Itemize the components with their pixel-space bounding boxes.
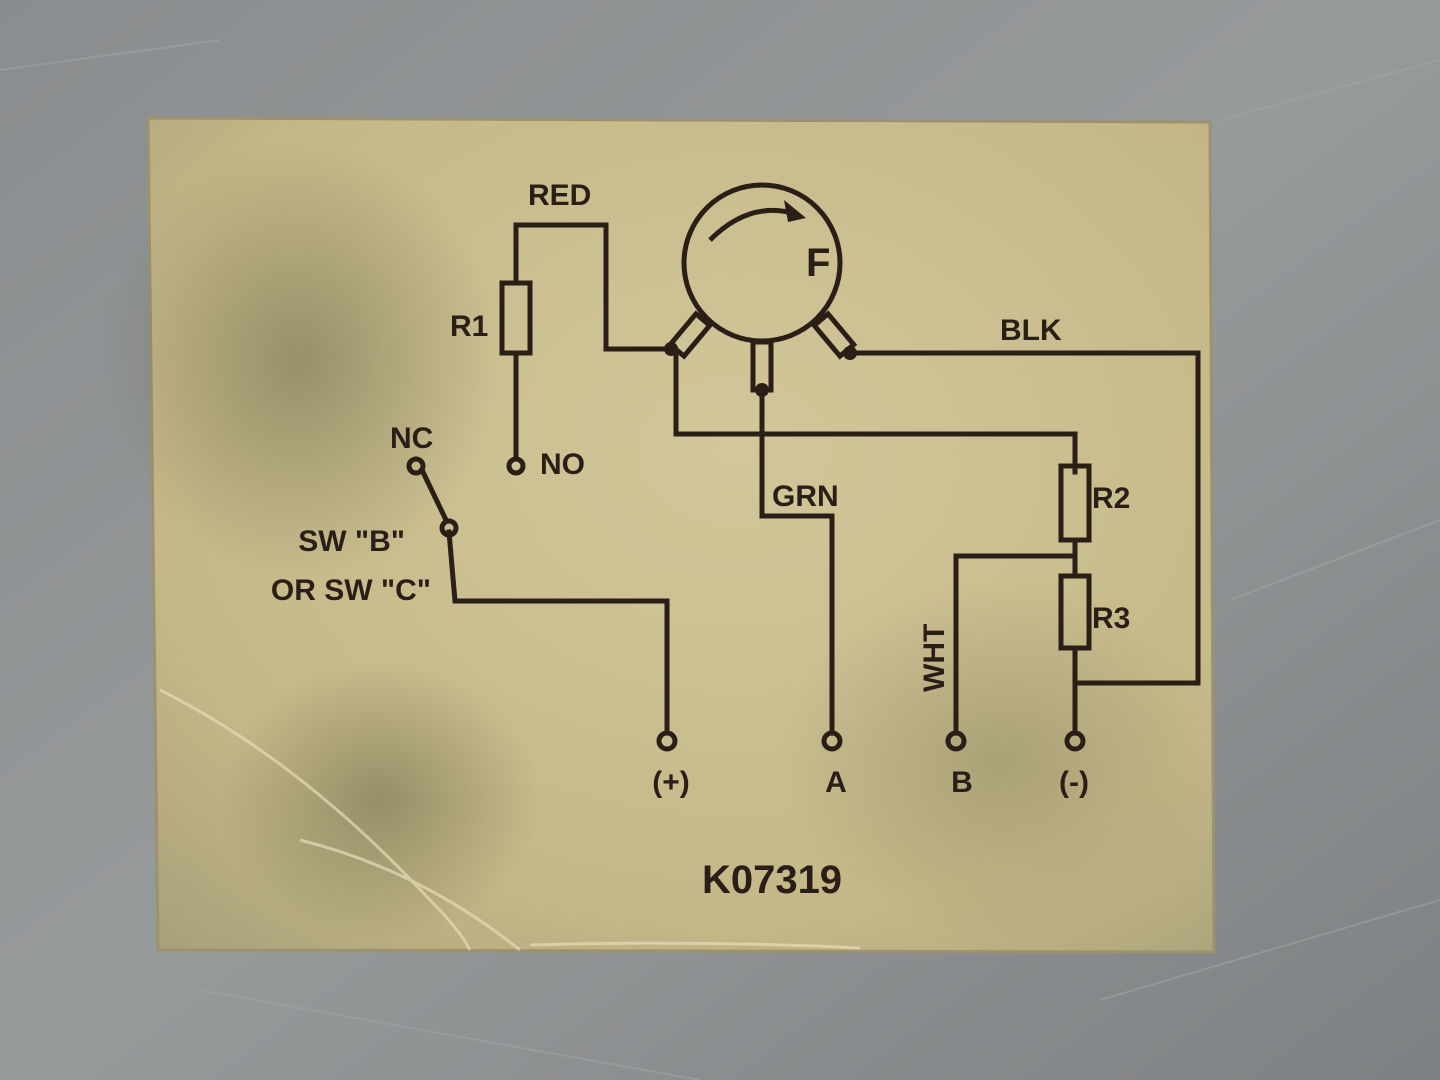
blk-wire-label: BLK [1000, 314, 1062, 347]
fan-left-return [673, 350, 1078, 469]
r3-label: R3 [1092, 602, 1130, 635]
switch-blade [418, 466, 450, 524]
switch-common-terminal [439, 518, 459, 538]
terminal-minus [1064, 730, 1086, 752]
wiring [418, 222, 1201, 735]
grn-wire [759, 389, 835, 735]
part-number: K07319 [702, 858, 842, 902]
r1-label: R1 [450, 310, 488, 343]
fan-motor-symbol: F [664, 182, 858, 397]
terminal-a-label: A [825, 766, 847, 799]
paper-creases [159, 688, 861, 952]
no-label: NO [540, 448, 585, 481]
stain [220, 660, 540, 940]
r3-resistor [1058, 573, 1092, 651]
switch-name-line1: SW "B" [298, 525, 405, 558]
switch-name-line2: OR SW "C" [271, 574, 431, 607]
metal-scratches [0, 39, 1440, 1080]
fan-center-node [755, 383, 769, 397]
red-wire-label: RED [528, 179, 591, 212]
stain [100, 140, 500, 580]
blk-wire [849, 350, 1201, 686]
fan-right-node [843, 346, 857, 360]
terminal-b [945, 730, 967, 752]
terminal-a [821, 730, 843, 752]
r2-label: R2 [1092, 482, 1130, 515]
nc-terminal [406, 456, 426, 476]
fan-label: F [806, 241, 830, 285]
terminal-minus-label: (-) [1059, 766, 1089, 799]
red-wire [513, 222, 672, 352]
terminal-plus [656, 730, 678, 752]
rotation-arrowhead [784, 200, 806, 222]
r1-resistor [499, 280, 533, 356]
stain [780, 580, 1220, 940]
nc-label: NC [390, 422, 433, 455]
r2-resistor [1058, 463, 1092, 543]
wht-wire [953, 553, 1078, 735]
switch-common-wire [446, 529, 670, 735]
terminal-b-label: B [951, 766, 973, 799]
wht-wire-label: WHT [918, 624, 951, 692]
fan-left-node [664, 342, 678, 356]
terminal-plus-label: (+) [652, 766, 690, 799]
grn-wire-label: GRN [772, 480, 839, 513]
no-terminal [506, 456, 526, 476]
